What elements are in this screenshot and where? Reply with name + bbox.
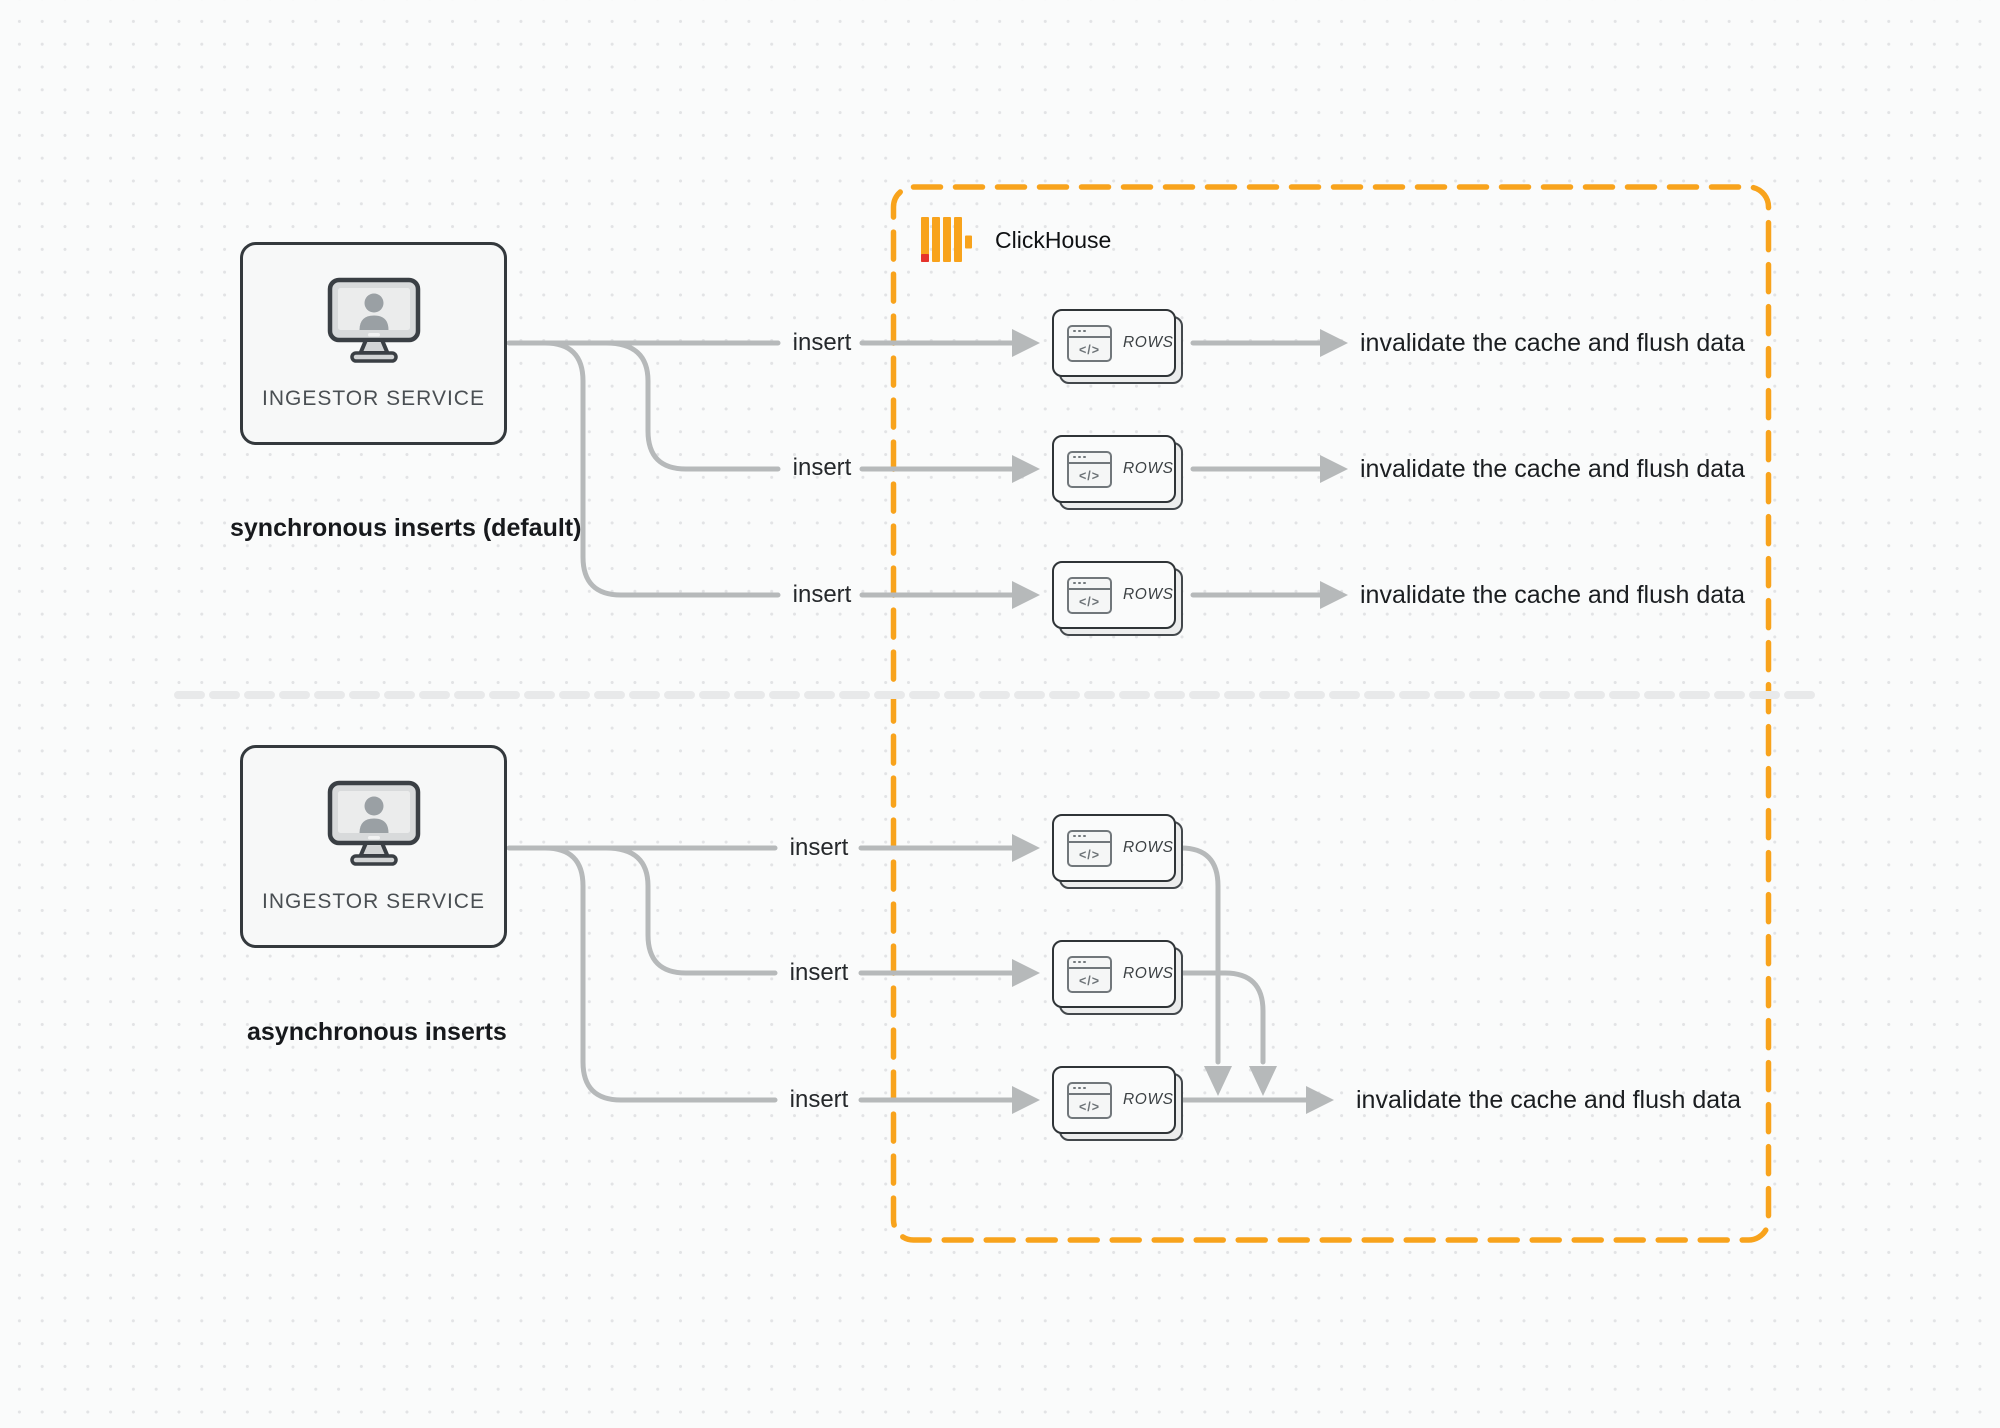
rows-label: ROWS <box>1123 460 1174 477</box>
async-connectors <box>506 834 1334 1114</box>
code-window-icon: </> <box>1067 955 1112 993</box>
code-window-icon: </> <box>1067 829 1112 867</box>
clickhouse-logo-icon <box>921 217 972 262</box>
ingestor-service-label: INGESTOR SERVICE <box>262 387 485 410</box>
insert-label: insert <box>792 581 852 608</box>
code-glyph: </> <box>1078 973 1101 988</box>
monitor-user-icon <box>327 277 420 363</box>
ingestor-service-node-sync: INGESTOR SERVICE <box>240 242 507 445</box>
clickhouse-boundary-box <box>890 184 1772 1243</box>
insert-label: insert <box>792 329 852 356</box>
rows-card-face: </> ROWS <box>1052 435 1176 503</box>
monitor-user-icon <box>327 780 420 866</box>
rows-card-face: </> ROWS <box>1052 561 1176 629</box>
rows-card: </> ROWS <box>1052 309 1183 384</box>
rows-card: </> ROWS <box>1052 435 1183 510</box>
rows-label: ROWS <box>1123 334 1174 351</box>
code-window-icon: </> <box>1067 324 1112 362</box>
code-glyph: </> <box>1078 342 1101 357</box>
result-label-merged: invalidate the cache and flush data <box>1356 1086 1741 1114</box>
rows-card-face: </> ROWS <box>1052 1066 1176 1134</box>
rows-label: ROWS <box>1123 965 1174 982</box>
rows-label: ROWS <box>1123 586 1174 603</box>
rows-label: ROWS <box>1123 839 1174 856</box>
insert-label: insert <box>789 1086 849 1113</box>
result-label: invalidate the cache and flush data <box>1360 455 1745 483</box>
insert-label: insert <box>792 454 852 481</box>
code-window-icon: </> <box>1067 450 1112 488</box>
sync-connectors <box>506 329 1348 609</box>
rows-card-face: </> ROWS <box>1052 309 1176 377</box>
ingestor-service-label: INGESTOR SERVICE <box>262 890 485 913</box>
sync-section-caption: synchronous inserts (default) <box>230 514 582 542</box>
rows-card-face: </> ROWS <box>1052 814 1176 882</box>
code-window-icon: </> <box>1067 576 1112 614</box>
async-section-caption: asynchronous inserts <box>247 1018 507 1046</box>
result-label: invalidate the cache and flush data <box>1360 329 1745 357</box>
code-glyph: </> <box>1078 468 1101 483</box>
rows-card-face: </> ROWS <box>1052 940 1176 1008</box>
code-glyph: </> <box>1078 1099 1101 1114</box>
rows-card: </> ROWS <box>1052 940 1183 1015</box>
clickhouse-label: ClickHouse <box>995 226 1112 253</box>
rows-card: </> ROWS <box>1052 1066 1183 1141</box>
rows-card: </> ROWS <box>1052 561 1183 636</box>
code-window-icon: </> <box>1067 1081 1112 1119</box>
code-glyph: </> <box>1078 594 1101 609</box>
result-label: invalidate the cache and flush data <box>1360 581 1745 609</box>
rows-card: </> ROWS <box>1052 814 1183 889</box>
insert-label: insert <box>789 959 849 986</box>
clickhouse-logo: ClickHouse <box>920 215 1111 265</box>
rows-label: ROWS <box>1123 1091 1174 1108</box>
insert-label: insert <box>789 834 849 861</box>
code-glyph: </> <box>1078 847 1101 862</box>
ingestor-service-node-async: INGESTOR SERVICE <box>240 745 507 948</box>
